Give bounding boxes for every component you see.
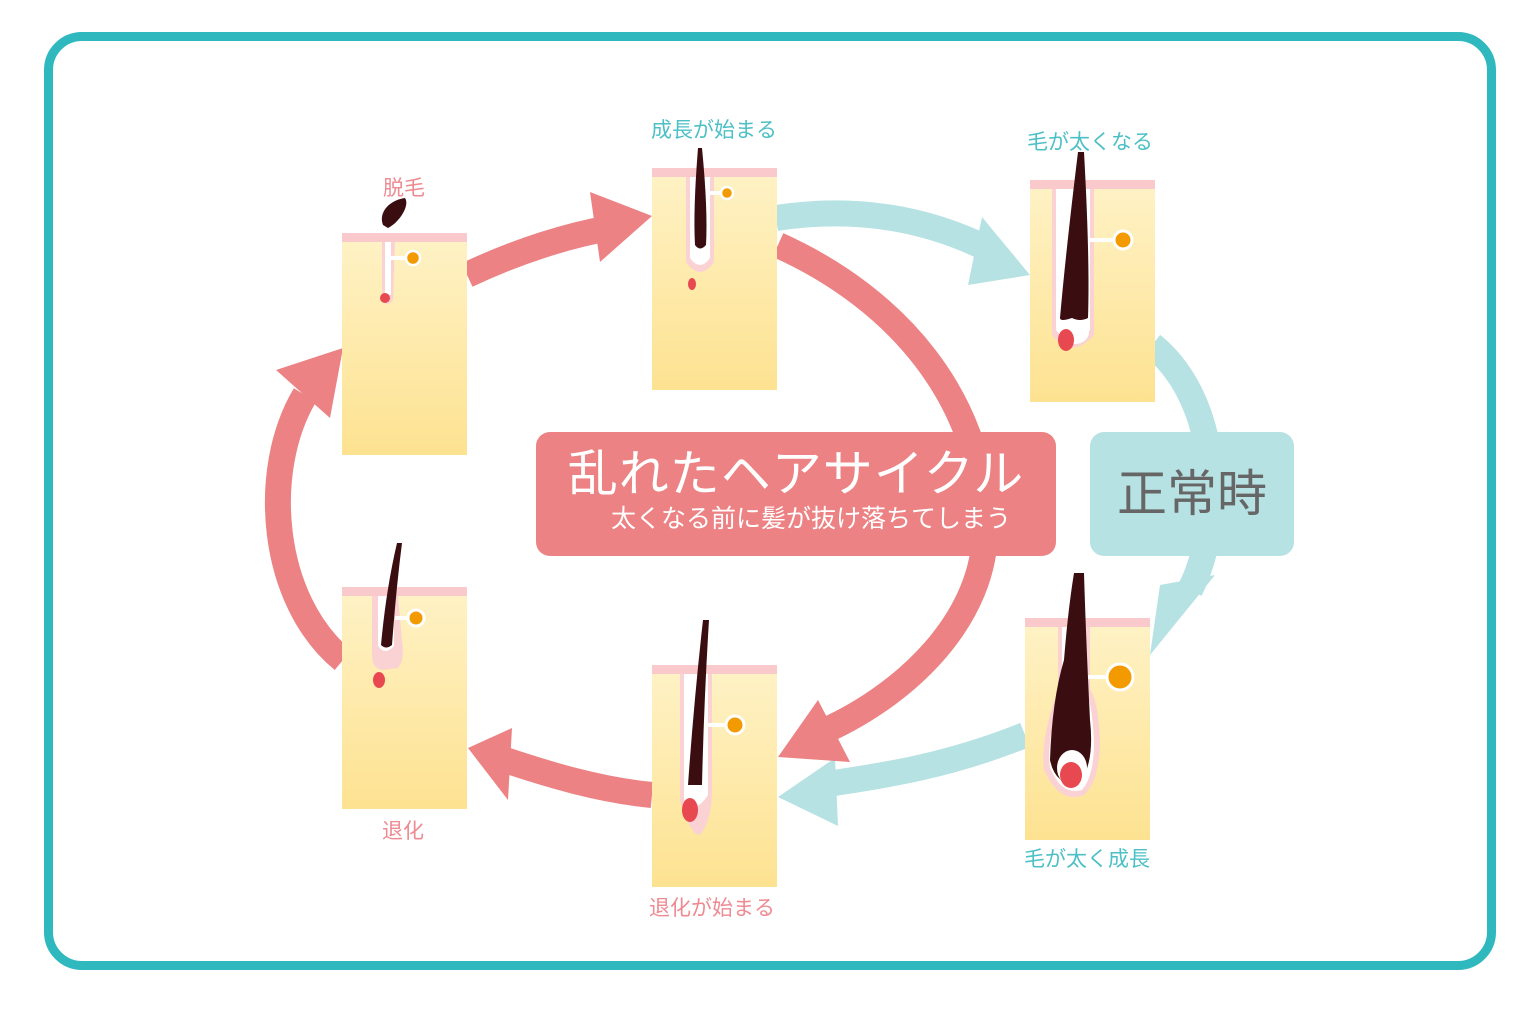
disturbed-cycle-box: 乱れたヘアサイクル 太くなる前に髪が抜け落ちてしまう xyxy=(536,432,1056,556)
flow-growth-start-to-thickening xyxy=(774,200,1030,285)
sebaceous-gland-icon xyxy=(1105,662,1135,692)
arrowhead-icon xyxy=(778,758,838,826)
arrowhead-icon xyxy=(968,217,1030,285)
disturbed-cycle-subtitle: 太くなる前に髪が抜け落ちてしまう xyxy=(610,504,1011,533)
flow-thick-growth-to-regression-start xyxy=(778,722,1030,826)
hair-icon xyxy=(694,148,707,249)
hair-icon xyxy=(1050,573,1092,785)
normal-cycle-title: 正常時 xyxy=(1117,465,1267,523)
stage-label-growth-start: 成長が始まる xyxy=(651,118,777,142)
stage-thick-growth-illustration xyxy=(1025,573,1150,840)
sebaceous-gland-icon xyxy=(724,714,746,736)
arrowhead-icon xyxy=(590,192,652,262)
shed-hair-icon xyxy=(381,198,407,228)
stage-regression-illustration xyxy=(342,543,467,809)
skin-block xyxy=(342,587,467,809)
sebaceous-gland-icon xyxy=(404,249,422,267)
stage-regression-start-illustration xyxy=(652,620,777,887)
stage-label-regression-start: 退化が始まる xyxy=(649,896,775,920)
arrowhead-icon xyxy=(1150,575,1215,655)
disturbed-cycle-title: 乱れたヘアサイクル xyxy=(567,445,1025,503)
stage-shedding-illustration xyxy=(342,198,467,455)
skin-block xyxy=(342,233,467,455)
flow-regression-to-shedding xyxy=(264,348,352,671)
stage-label-shedding: 脱毛 xyxy=(383,176,425,200)
sebaceous-gland-icon xyxy=(1112,229,1134,251)
skin-block xyxy=(652,168,777,390)
arrowhead-icon xyxy=(468,728,512,800)
hair-icon xyxy=(688,620,709,785)
hair-icon xyxy=(381,543,402,648)
dermal-papilla-icon xyxy=(688,278,696,290)
dermal-papilla-icon xyxy=(1060,762,1082,788)
flow-shedding-to-growth-start xyxy=(461,192,652,287)
stage-thickening-illustration xyxy=(1030,152,1155,402)
dermal-papilla-icon xyxy=(380,293,390,303)
hair-icon xyxy=(1060,152,1089,320)
stage-label-thick-growth: 毛が太く成長 xyxy=(1024,847,1150,871)
sebaceous-gland-icon xyxy=(719,185,735,201)
arrowhead-icon xyxy=(276,348,343,418)
arrowhead-icon xyxy=(778,700,850,762)
stage-growth-start-illustration xyxy=(652,148,777,390)
dermal-papilla-icon xyxy=(373,672,385,688)
sebaceous-gland-icon xyxy=(406,608,426,628)
stage-label-thickening: 毛が太くなる xyxy=(1027,130,1153,154)
dermal-papilla-icon xyxy=(682,798,698,822)
normal-cycle-box: 正常時 xyxy=(1090,432,1294,556)
stage-label-regression: 退化 xyxy=(382,819,424,843)
skin-block xyxy=(652,665,777,887)
dermal-papilla-icon xyxy=(1058,329,1074,351)
flow-regression-start-to-regression xyxy=(468,728,654,808)
